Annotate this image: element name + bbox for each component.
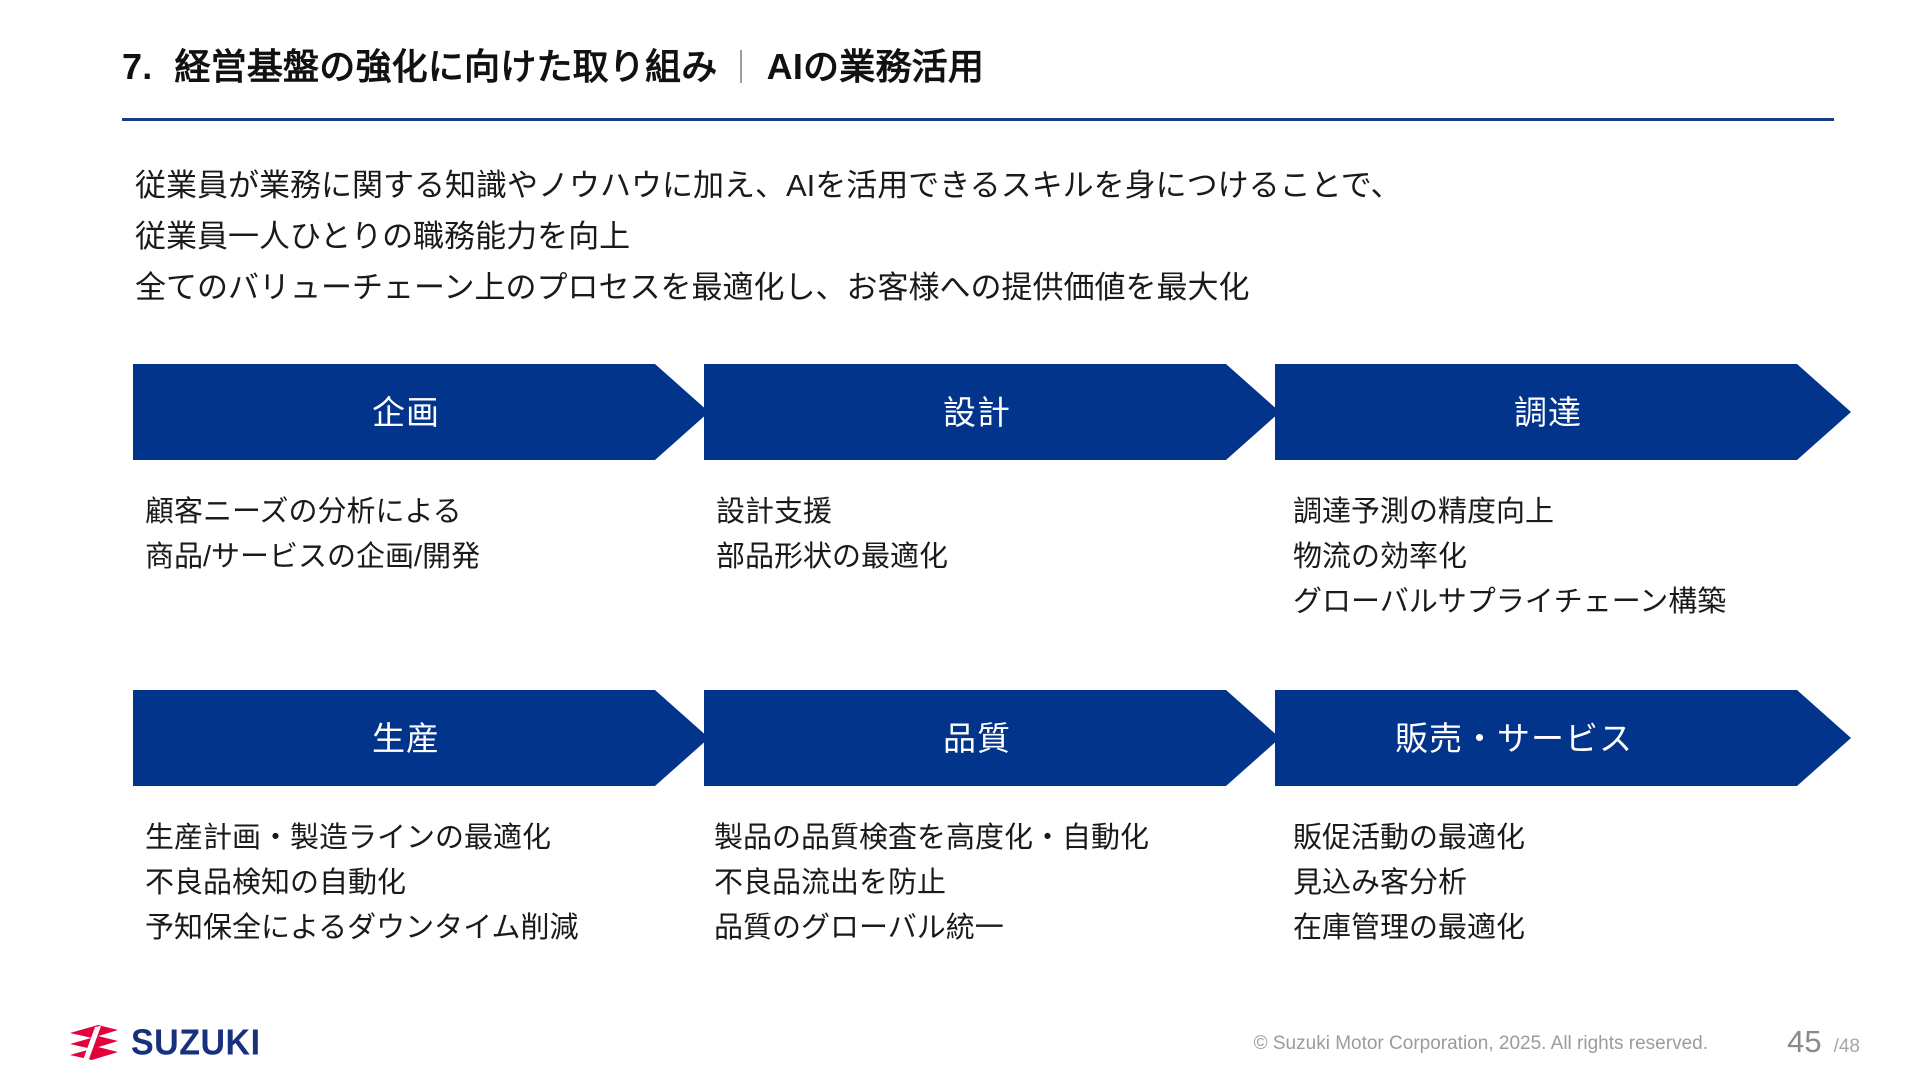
- copyright-text: © Suzuki Motor Corporation, 2025. All ri…: [1253, 1033, 1708, 1054]
- lead-line-3: 全てのバリューチェーン上のプロセスを最適化し、お客様への提供価値を最大化: [135, 270, 1250, 305]
- list-item: 販促活動の最適化: [1293, 822, 1526, 854]
- chevron-label: 販売・サービス: [1395, 719, 1633, 757]
- chevron-label: 企画: [372, 393, 440, 431]
- stage-bullets-chotatsu: 調達予測の精度向上 物流の効率化 グローバルサプライチェーン構築: [1275, 490, 1851, 625]
- chevron-banner-hanbai-service: 販売・サービス: [1275, 690, 1851, 786]
- chevron-label: 設計: [943, 393, 1011, 431]
- list-item: 製品の品質検査を高度化・自動化: [714, 822, 1150, 854]
- chevron-banner-sekkei: 設計: [704, 364, 1280, 460]
- list-item: 不良品流出を防止: [714, 867, 947, 899]
- page-title-separator: ｜: [724, 49, 758, 86]
- list-item: 品質のグローバル統一: [714, 912, 1004, 944]
- page-number: 45 /48: [1787, 1024, 1860, 1060]
- page-number-current: 45: [1787, 1024, 1822, 1059]
- stage-bullets-hanbai-service: 販促活動の最適化 見込み客分析 在庫管理の最適化: [1275, 816, 1851, 951]
- stage-card-hanbai-service: 販売・サービス 販促活動の最適化 見込み客分析 在庫管理の最適化: [1275, 690, 1851, 951]
- stage-card-sekkei: 設計 設計支援 部品形状の最適化: [704, 364, 1280, 580]
- suzuki-logo: SUZUKI: [68, 1022, 261, 1064]
- chevron-banner-chotatsu: 調達: [1275, 364, 1851, 460]
- list-item: グローバルサプライチェーン構築: [1293, 586, 1727, 618]
- list-item: 調達予測の精度向上: [1293, 496, 1555, 528]
- lead-paragraph: 従業員が業務に関する知識やノウハウに加え、AIを活用できるスキルを身につけること…: [135, 160, 1402, 313]
- list-item: 設計支援: [716, 496, 833, 528]
- list-item: 物流の効率化: [1293, 541, 1468, 573]
- list-item: 在庫管理の最適化: [1293, 912, 1526, 944]
- title-divider: [122, 118, 1834, 121]
- list-item: 不良品検知の自動化: [145, 867, 407, 899]
- chevron-banner-seisan: 生産: [133, 690, 709, 786]
- page-title: 7. 経営基盤の強化に向けた取り組み ｜ AIの業務活用: [122, 38, 984, 90]
- list-item: 予知保全によるダウンタイム削減: [145, 912, 579, 944]
- page-title-main: 経営基盤の強化に向けた取り組み: [174, 46, 718, 87]
- stage-bullets-hinshitsu: 製品の品質検査を高度化・自動化 不良品流出を防止 品質のグローバル統一: [704, 816, 1280, 951]
- page-title-sub: AIの業務活用: [766, 46, 985, 87]
- chevron-label: 調達: [1514, 393, 1582, 431]
- stage-card-chotatsu: 調達 調達予測の精度向上 物流の効率化 グローバルサプライチェーン構築: [1275, 364, 1851, 625]
- stage-bullets-sekkei: 設計支援 部品形状の最適化: [704, 490, 1280, 580]
- stage-card-hinshitsu: 品質 製品の品質検査を高度化・自動化 不良品流出を防止 品質のグローバル統一: [704, 690, 1280, 951]
- lead-line-1: 従業員が業務に関する知識やノウハウに加え、AIを活用できるスキルを身につけること…: [135, 168, 1402, 203]
- list-item: 生産計画・製造ラインの最適化: [145, 822, 552, 854]
- page-number-total: /48: [1833, 1036, 1860, 1057]
- suzuki-s-mark-icon: [70, 1025, 118, 1060]
- stage-card-kikaku: 企画 顧客ニーズの分析による 商品/サービスの企画/開発: [133, 364, 709, 580]
- stage-card-seisan: 生産 生産計画・製造ラインの最適化 不良品検知の自動化 予知保全によるダウンタイ…: [133, 690, 709, 951]
- list-item: 部品形状の最適化: [716, 541, 949, 573]
- stage-bullets-kikaku: 顧客ニーズの分析による 商品/サービスの企画/開発: [133, 490, 709, 580]
- list-item: 顧客ニーズの分析による: [145, 496, 462, 528]
- list-item: 商品/サービスの企画/開発: [145, 541, 481, 573]
- page-title-number: 7.: [122, 46, 153, 87]
- stage-bullets-seisan: 生産計画・製造ラインの最適化 不良品検知の自動化 予知保全によるダウンタイム削減: [133, 816, 709, 951]
- chevron-label: 生産: [372, 719, 440, 757]
- list-item: 見込み客分析: [1293, 867, 1468, 899]
- chevron-banner-hinshitsu: 品質: [704, 690, 1280, 786]
- chevron-label: 品質: [943, 719, 1011, 757]
- suzuki-logo-text: SUZUKI: [131, 1022, 261, 1063]
- chevron-banner-kikaku: 企画: [133, 364, 709, 460]
- lead-line-2: 従業員一人ひとりの職務能力を向上: [135, 219, 631, 254]
